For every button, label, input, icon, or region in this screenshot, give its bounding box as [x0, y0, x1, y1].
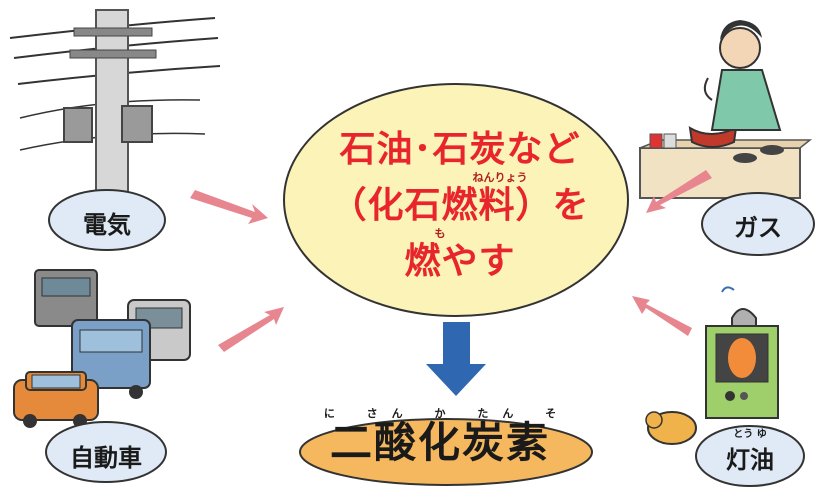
center-line-3: 燃やす: [404, 241, 516, 282]
label-kerosene: とう ゆ 灯油: [700, 430, 800, 475]
label-electricity-text: 電気: [83, 211, 131, 239]
utility-pole-illustration: [9, 9, 221, 196]
label-car: 自動車: [48, 438, 164, 473]
ruby-nenryou: ねんりょう: [472, 171, 528, 184]
label-bg-kerosene: [695, 425, 805, 487]
result-main-text: 二酸化炭素: [329, 418, 550, 467]
label-gas: ガス: [712, 208, 804, 243]
label-bg-gas: [701, 192, 815, 256]
center-statement: 石油･石炭など ねんりょう （化石燃料）を も 燃やす: [300, 128, 620, 284]
result-label: に さん か たん そ 二酸化炭素: [300, 407, 580, 466]
pink-arrows: [190, 170, 712, 352]
kerosene-heater-illustration: [645, 286, 779, 445]
blue-down-arrow: [426, 322, 486, 396]
label-kerosene-ruby: とう ゆ: [733, 429, 767, 440]
cars-illustration: [13, 269, 191, 428]
ruby-mo: も: [434, 227, 446, 240]
center-line-2: （化石燃料）を: [330, 185, 590, 226]
gas-stove-illustration: [639, 20, 813, 199]
label-electricity: 電気: [57, 205, 157, 240]
label-car-text: 自動車: [70, 444, 142, 472]
center-line-1: 石油･石炭など: [339, 129, 581, 170]
result-ellipse: [299, 418, 593, 486]
label-kerosene-text: 灯油: [726, 446, 774, 474]
label-gas-text: ガス: [734, 214, 782, 242]
label-bg-electricity: [48, 189, 166, 251]
label-bg-car: [45, 421, 167, 483]
center-ellipse: [283, 83, 629, 317]
result-ruby: に さん か たん そ: [323, 407, 571, 420]
